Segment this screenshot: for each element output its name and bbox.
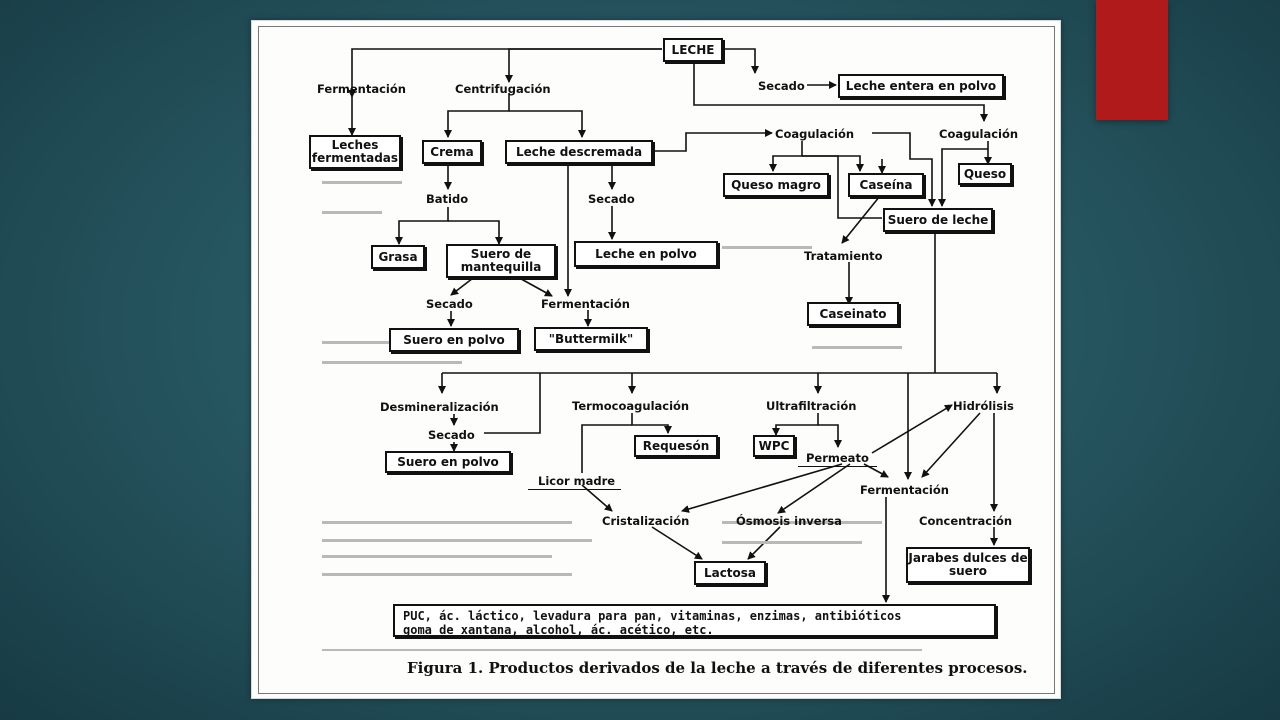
label-hidrolisis: Hidrólisis bbox=[953, 399, 1014, 413]
node-jarabes: Jarabes dulces de suero bbox=[906, 547, 1030, 583]
node-caseinato: Caseinato bbox=[807, 302, 899, 326]
node-leche-polvo: Leche en polvo bbox=[574, 241, 718, 267]
node-buttermilk: "Buttermilk" bbox=[534, 327, 648, 351]
label-permeato: Permeato bbox=[798, 451, 877, 467]
node-queso: Queso bbox=[958, 163, 1012, 185]
node-suero-polvo-1: Suero en polvo bbox=[389, 328, 519, 352]
label-fermentacion-1: Fermentación bbox=[317, 82, 406, 96]
node-caseina: Caseína bbox=[848, 173, 924, 197]
label-tratamiento: Tratamiento bbox=[804, 249, 883, 263]
label-desmineralizacion: Desmineralización bbox=[380, 400, 499, 414]
connector-lines bbox=[322, 48, 1001, 651]
label-osmosis: Ósmosis inversa bbox=[736, 514, 842, 528]
label-fermentacion-3: Fermentación bbox=[860, 483, 949, 497]
label-secado-3: Secado bbox=[426, 297, 473, 311]
node-leche-descremada: Leche descremada bbox=[505, 140, 653, 164]
print-through-noise bbox=[322, 181, 922, 651]
node-queso-magro: Queso magro bbox=[723, 173, 829, 197]
node-suero-mantequilla: Suero de mantequilla bbox=[446, 244, 556, 278]
products-line-1: PUC, ác. láctico, levadura para pan, vit… bbox=[403, 609, 902, 623]
label-concentracion: Concentración bbox=[919, 514, 1013, 528]
label-batido: Batido bbox=[426, 192, 469, 206]
red-accent-bar bbox=[1096, 0, 1168, 120]
node-crema: Crema bbox=[422, 140, 482, 164]
diagram-panel: LECHE Leche entera en polvo Leches ferme… bbox=[251, 20, 1061, 699]
node-requeson: Requesón bbox=[634, 435, 718, 457]
node-lactosa: Lactosa bbox=[694, 561, 766, 585]
node-grasa: Grasa bbox=[371, 245, 425, 269]
node-suero-polvo-2: Suero en polvo bbox=[385, 451, 511, 473]
products-line-2: goma de xantana, alcohol, ác. acético, e… bbox=[403, 623, 714, 637]
node-suero-leche: Suero de leche bbox=[883, 208, 993, 232]
label-coagulacion-2: Coagulación bbox=[939, 127, 1019, 141]
node-wpc: WPC bbox=[753, 435, 795, 457]
label-cristalizacion: Cristalización bbox=[602, 514, 690, 528]
node-leches-fermentadas: Leches fermentadas bbox=[309, 135, 401, 169]
products-box: PUC, ác. láctico, levadura para pan, vit… bbox=[393, 604, 996, 637]
label-coagulacion-1: Coagulación bbox=[775, 127, 855, 141]
diagram-frame bbox=[258, 26, 1055, 694]
label-secado-2: Secado bbox=[588, 192, 635, 206]
node-leche: LECHE bbox=[663, 38, 723, 62]
label-secado-1: Secado bbox=[758, 79, 805, 93]
label-centrifugacion: Centrifugación bbox=[455, 82, 551, 96]
figure-caption: Figura 1. Productos derivados de la lech… bbox=[407, 659, 1028, 677]
label-licor-madre: Licor madre bbox=[528, 474, 622, 490]
label-fermentacion-2: Fermentación bbox=[541, 297, 630, 311]
label-ultrafiltracion: Ultrafiltración bbox=[766, 399, 857, 413]
label-secado-4: Secado bbox=[428, 428, 475, 442]
label-termocoagulacion: Termocoagulación bbox=[572, 399, 690, 413]
node-leche-entera-polvo: Leche entera en polvo bbox=[838, 74, 1004, 98]
